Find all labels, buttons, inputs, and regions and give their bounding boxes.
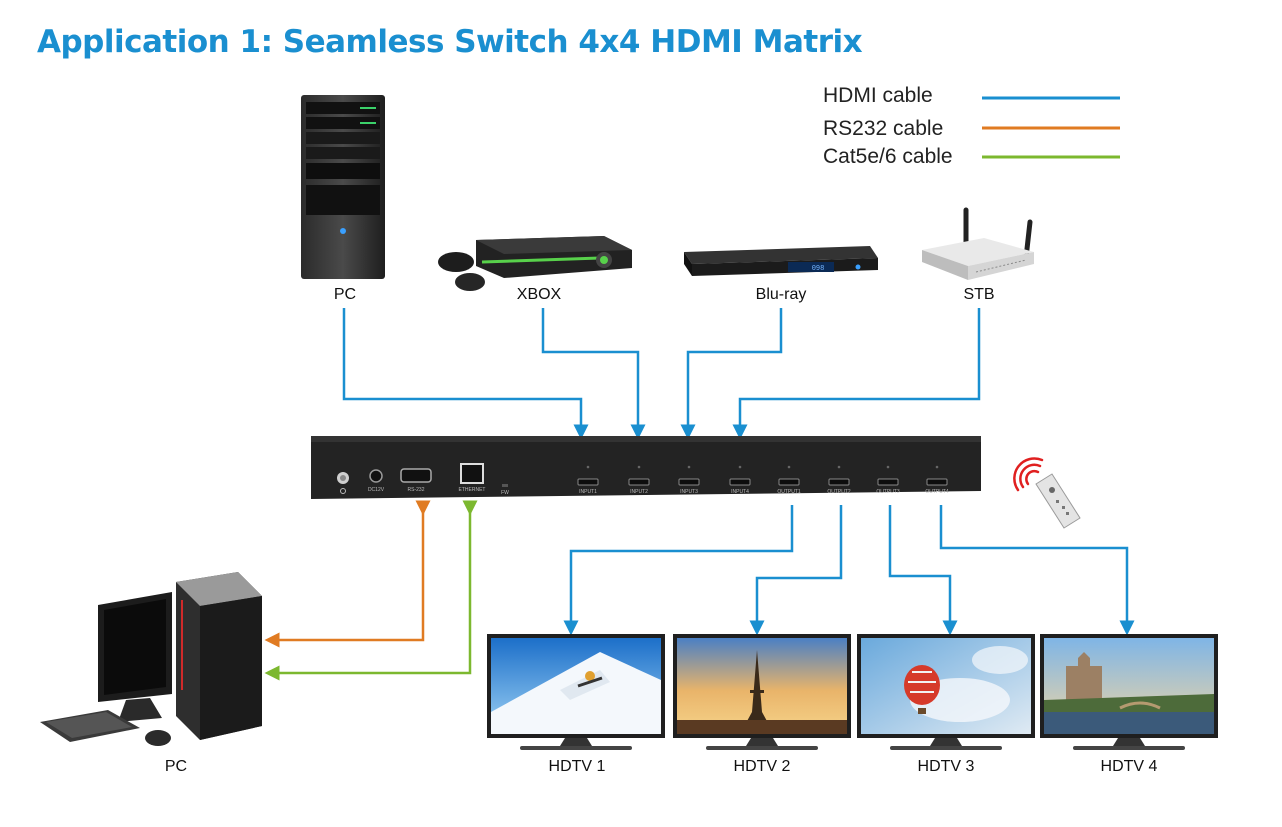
svg-text:OUTPUT2: OUTPUT2	[827, 489, 851, 495]
source-label-bluray: Blu-ray	[755, 286, 807, 303]
cable-cat5-to-pc	[264, 500, 478, 681]
cable-xbox-to-input2	[541, 308, 646, 440]
remote-control-icon	[1035, 473, 1081, 529]
stb-router-icon	[922, 207, 1034, 280]
hdmi-matrix-device: DC12V RS-232 ETHERNET FW INPUT1 INPUT2 I…	[311, 436, 981, 499]
bluray-display-text: 098	[812, 265, 825, 273]
source-label-stb: STB	[963, 286, 995, 303]
control-pc-icon	[40, 572, 262, 746]
display-label-4: HDTV 4	[1100, 758, 1158, 775]
ir-signal-icon	[1013, 457, 1044, 492]
cable-output3-to-hdtv3	[888, 505, 958, 636]
svg-text:ETHERNET: ETHERNET	[459, 487, 486, 493]
cable-output2-to-hdtv2	[749, 505, 843, 636]
hdtv-3-icon	[857, 634, 1035, 750]
hdmi-output-port-3: OUTPUT3	[876, 465, 900, 495]
svg-text:INPUT3: INPUT3	[680, 489, 698, 495]
legend-hdmi-label: HDMI cable	[823, 84, 933, 107]
fw-port-icon	[502, 484, 508, 487]
rs232-port-icon	[400, 468, 432, 483]
ethernet-port-icon	[460, 463, 484, 484]
svg-text:INPUT4: INPUT4	[731, 489, 749, 495]
hdmi-input-port-3: INPUT3	[678, 465, 700, 495]
hdmi-output-port-2: OUTPUT2	[827, 465, 851, 495]
hdmi-output-port-1: OUTPUT1	[777, 465, 801, 495]
bluray-player-icon: 098	[684, 246, 878, 276]
svg-text:OUTPUT1: OUTPUT1	[777, 489, 801, 495]
svg-text:OUTPUT3: OUTPUT3	[876, 489, 900, 495]
hdtv-2-icon	[673, 634, 851, 750]
output-ports: OUTPUT1 OUTPUT2 OUTPUT3 OUTPUT4	[777, 465, 949, 495]
hdmi-input-port-2: INPUT2	[628, 465, 650, 495]
cable-pc-to-input1	[342, 308, 589, 440]
svg-text:DC12V: DC12V	[368, 487, 385, 493]
page-title: Application 1: Seamless Switch 4x4 HDMI …	[37, 24, 863, 60]
display-label-3: HDTV 3	[917, 758, 975, 775]
cable-output1-to-hdtv1	[563, 505, 794, 636]
hdmi-input-port-1: INPUT1	[577, 465, 599, 495]
source-label-pc: PC	[333, 286, 357, 303]
source-label-xbox: XBOX	[516, 286, 562, 303]
svg-text:FW: FW	[501, 490, 509, 496]
cable-rs232-to-pc	[264, 500, 431, 648]
display-label-2: HDTV 2	[733, 758, 791, 775]
xbox-icon	[438, 236, 632, 291]
pc-tower-icon	[301, 95, 385, 279]
hdmi-input-port-4: INPUT4	[729, 465, 751, 495]
svg-text:INPUT1: INPUT1	[579, 489, 597, 495]
cable-stb-to-input4	[732, 308, 981, 440]
cable-bluray-to-input3	[680, 308, 783, 440]
hdmi-output-port-4: OUTPUT4	[925, 465, 949, 495]
input-ports: INPUT1 INPUT2 INPUT3 INPUT4	[577, 465, 751, 495]
hdtv-1-icon	[487, 634, 665, 750]
cable-output4-to-hdtv4	[939, 505, 1135, 636]
svg-text:INPUT2: INPUT2	[630, 489, 648, 495]
hdtv-4-icon	[1040, 634, 1218, 750]
control-pc-label: PC	[164, 758, 188, 775]
svg-text:RS-232: RS-232	[408, 487, 425, 493]
legend-cat5-label: Cat5e/6 cable	[823, 145, 953, 168]
svg-text:OUTPUT4: OUTPUT4	[925, 489, 949, 495]
dc-port-icon	[369, 469, 383, 483]
display-label-1: HDTV 1	[548, 758, 606, 775]
legend-rs232-label: RS232 cable	[823, 117, 944, 140]
